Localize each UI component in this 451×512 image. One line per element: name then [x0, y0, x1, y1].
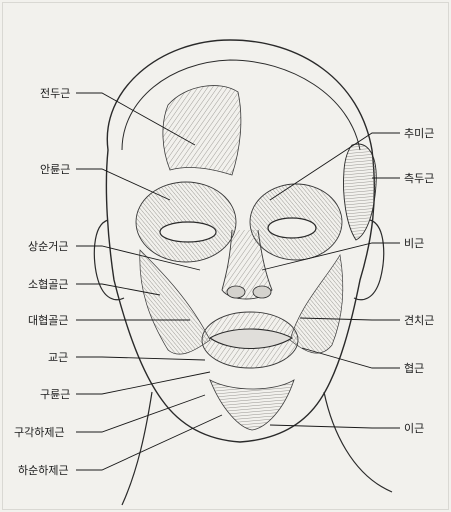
label-orbicularis-oris: 구륜근	[40, 388, 70, 401]
label-procerus: 추미근	[404, 127, 434, 140]
neck-right	[324, 392, 392, 492]
left-eye	[160, 222, 216, 242]
neck-left	[122, 392, 152, 505]
label-zygomaticus-major: 대협골근	[28, 314, 68, 327]
label-temporalis: 측두근	[404, 172, 434, 185]
leader-risorius	[76, 357, 205, 360]
label-zygomaticus-minor: 소협골근	[28, 278, 68, 291]
right-nostril	[253, 286, 271, 298]
left-nostril	[227, 286, 245, 298]
leader-depressor-anguli	[76, 395, 205, 432]
label-depressor-labii-inferioris: 하순하제근	[18, 464, 69, 477]
frontalis-muscle	[163, 86, 241, 175]
label-levator-anguli-oris: 견치근	[404, 314, 434, 327]
label-nasalis: 비근	[404, 237, 424, 250]
right-eye	[268, 218, 316, 238]
chin-muscles	[210, 380, 294, 430]
leader-depressor-labii	[76, 415, 222, 470]
label-orbicularis-oculi: 안륜근	[40, 163, 70, 176]
label-risorius: 교근	[48, 351, 68, 364]
label-levator-labii: 상순거근	[28, 240, 68, 253]
label-mentalis: 이근	[404, 422, 424, 435]
label-buccinator: 협근	[404, 362, 424, 375]
leader-orbicularis-oris	[76, 372, 210, 394]
label-frontalis: 전두근	[40, 87, 70, 100]
left-cheek-muscles	[140, 250, 210, 354]
scalp-line	[122, 60, 360, 150]
label-depressor-anguli-oris: 구각하제근	[14, 426, 65, 439]
